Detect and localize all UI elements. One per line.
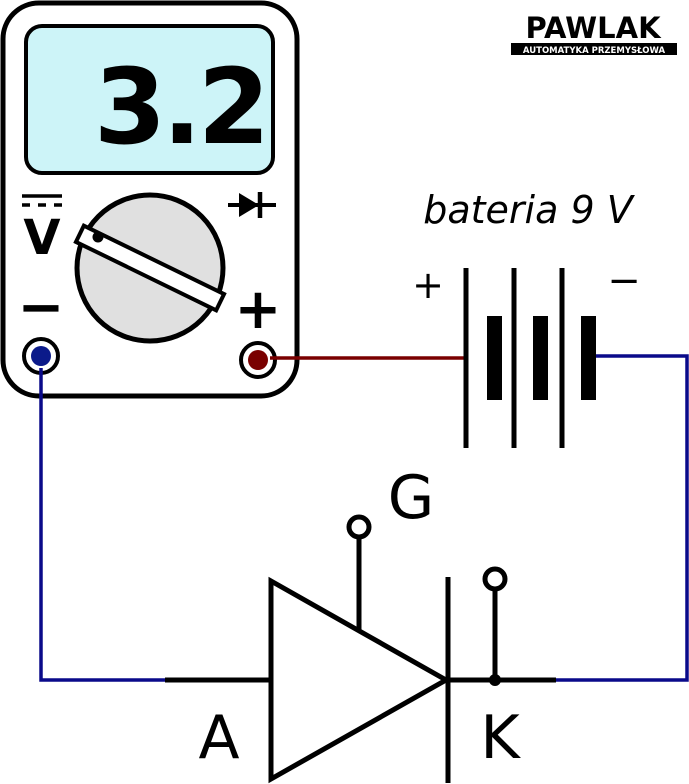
thyristor-symbol: G A K (165, 463, 556, 784)
logo-tagline: AUTOMATYKA PRZEMYSŁOWA (523, 46, 666, 56)
battery-minus-sign: − (607, 258, 641, 304)
logo: PAWLAK AUTOMATYKA PRZEMYSŁOWA (511, 11, 677, 56)
logo-name: PAWLAK (525, 11, 662, 45)
multimeter: 3.2 V − + (0, 0, 300, 399)
lcd-display (24, 24, 275, 175)
positive-terminal-sign: + (235, 277, 282, 342)
mode-symbol: V (23, 210, 60, 266)
cathode-test-terminal[interactable] (482, 566, 508, 592)
negative-wire-to-anode (39, 368, 168, 682)
battery-plus-sign: + (412, 263, 444, 307)
battery: bateria 9 V + − (412, 188, 641, 448)
wires (39, 354, 689, 682)
cathode-label: K (480, 703, 521, 773)
knob-indicator-dot (92, 231, 104, 243)
display-reading: 3.2 (94, 46, 266, 168)
gate-label: G (388, 463, 435, 533)
cathode-junction-dot (489, 674, 501, 686)
negative-terminal-sign: − (18, 275, 65, 340)
gate-terminal[interactable] (346, 514, 372, 540)
battery-negative-wire-to-cathode (556, 354, 689, 682)
dc-voltage-mode-icon: V (22, 194, 62, 266)
anode-label: A (198, 703, 239, 773)
diode-icon (228, 192, 276, 218)
negative-jack[interactable] (22, 337, 60, 375)
rotary-selector-knob[interactable] (73, 192, 227, 344)
positive-jack[interactable] (239, 341, 277, 379)
battery-label: bateria 9 V (423, 188, 635, 232)
logo-tagline-bar (511, 43, 677, 55)
